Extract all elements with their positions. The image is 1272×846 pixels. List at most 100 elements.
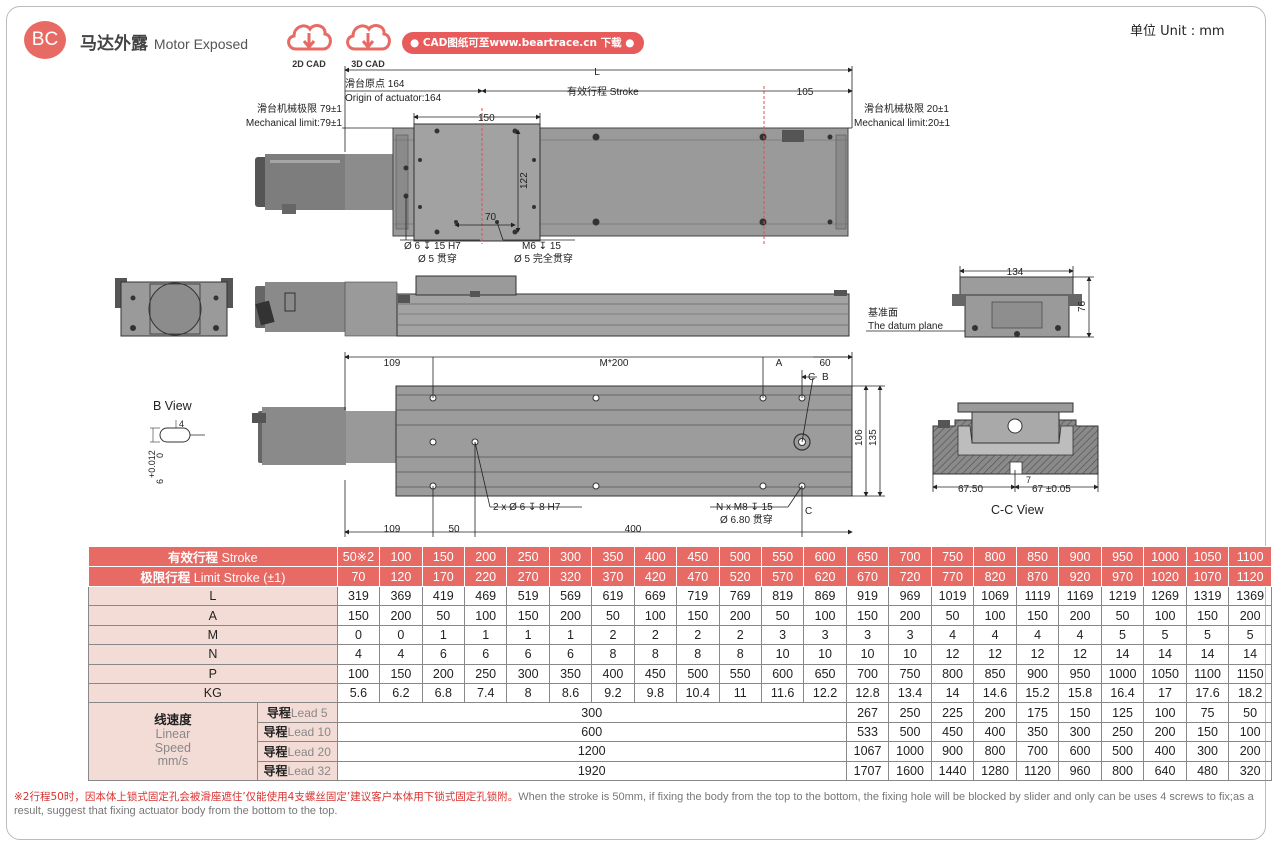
table-cell: 10 xyxy=(803,644,847,665)
speed-cell: 200 xyxy=(973,702,1017,723)
limit-cell: 70 xyxy=(336,566,381,587)
stroke-cell: 1100 xyxy=(1228,546,1272,567)
stroke-cell: 750 xyxy=(930,546,975,567)
table-cell: 3 xyxy=(760,624,805,646)
table-cell: 2 xyxy=(676,624,720,646)
speed-cell: 350 xyxy=(1015,721,1060,743)
table-cell: 619 xyxy=(591,585,635,607)
end-view-left xyxy=(115,278,233,337)
table-cell: 150 xyxy=(845,605,890,626)
table-cell: 4 xyxy=(930,624,975,646)
table-cell: 14.6 xyxy=(973,682,1017,704)
limit-cell: 1020 xyxy=(1143,566,1187,587)
table-cell: 14 xyxy=(1185,644,1230,665)
cad-3d-download[interactable]: 3D CAD xyxy=(341,19,395,69)
speed-cell: 800 xyxy=(1100,760,1145,781)
table-cell: 250 xyxy=(464,663,508,684)
dim-L: L xyxy=(594,67,600,78)
bottom-view xyxy=(252,385,853,497)
limit-cell: 970 xyxy=(1100,566,1145,587)
table-cell: 6 xyxy=(506,644,550,665)
table-cell: 0 xyxy=(379,624,423,646)
dim-67-50: 67.50 xyxy=(958,484,983,495)
speed-cell: 1440 xyxy=(930,760,975,781)
cad-download-link[interactable]: ● CAD图纸可至www.beartrace.cn 下载 ● xyxy=(402,32,645,54)
table-cell: 200 xyxy=(548,605,593,626)
table-cell: 519 xyxy=(506,585,550,607)
lead-label: 导程Lead 10 xyxy=(256,721,338,743)
table-cell: 10.4 xyxy=(676,682,720,704)
datum-en: The datum plane xyxy=(868,321,943,332)
title-cn: 马达外露 xyxy=(80,34,148,54)
table-cell: 569 xyxy=(548,585,593,607)
series-badge: BC xyxy=(24,21,66,59)
speed-cell: 50 xyxy=(1228,702,1272,723)
dim-7: 7 xyxy=(1026,475,1031,485)
table-cell: 450 xyxy=(633,663,678,684)
speed-cell: 225 xyxy=(930,702,975,723)
top-view xyxy=(255,86,849,244)
cc-view-title: C-C View xyxy=(991,503,1045,517)
row-label-stroke: 有效行程 Stroke xyxy=(88,546,338,567)
page-title: 马达外露 Motor Exposed xyxy=(80,29,248,54)
speed-cell: 250 xyxy=(888,702,932,723)
dim-150: 150 xyxy=(478,113,495,124)
row-label: P xyxy=(88,663,338,684)
table-cell: 669 xyxy=(633,585,678,607)
stroke-cell: 300 xyxy=(548,546,593,567)
table-cell: 150 xyxy=(676,605,720,626)
limit-cell: 220 xyxy=(464,566,508,587)
table-cell: 1219 xyxy=(1100,585,1145,607)
speed-cell: 500 xyxy=(888,721,932,743)
limit-cell: 570 xyxy=(760,566,805,587)
cad-2d-download[interactable]: 2D CAD xyxy=(282,19,336,69)
table-cell: 4 xyxy=(973,624,1017,646)
speed-cell: 1707 xyxy=(845,760,890,781)
dim-122: 122 xyxy=(519,172,530,189)
limit-cell: 1070 xyxy=(1185,566,1230,587)
limit-cell: 420 xyxy=(633,566,678,587)
table-cell: 419 xyxy=(421,585,466,607)
table-cell: 11.6 xyxy=(760,682,805,704)
limit-cell: 720 xyxy=(888,566,932,587)
lead-label: 导程Lead 5 xyxy=(256,702,338,723)
stroke-cell: 900 xyxy=(1058,546,1102,567)
table-cell: 12 xyxy=(1015,644,1060,665)
speed-cell: 640 xyxy=(1143,760,1187,781)
footnote-en: When the stroke is 50mm, if fixing the b… xyxy=(14,791,1254,817)
table-cell: 8.6 xyxy=(548,682,593,704)
motor-flange xyxy=(345,154,395,210)
stroke-cell: 1000 xyxy=(1143,546,1187,567)
speed-cell: 700 xyxy=(1015,741,1060,762)
speed-cell: 400 xyxy=(973,721,1017,743)
slider-side xyxy=(415,275,517,296)
table-cell: 200 xyxy=(1058,605,1102,626)
row-label: KG xyxy=(88,682,338,704)
stroke-cell: 600 xyxy=(803,546,847,567)
dim-50: 50 xyxy=(448,524,460,535)
table-cell: 200 xyxy=(718,605,762,626)
speed-base-cell: 1200 xyxy=(336,741,847,762)
speed-cell: 250 xyxy=(1100,721,1145,743)
limit-cell: 770 xyxy=(930,566,975,587)
speed-cell: 1000 xyxy=(888,741,932,762)
title-en: Motor Exposed xyxy=(153,36,249,52)
cc-dimensions xyxy=(932,470,1099,492)
dim-70: 70 xyxy=(485,212,497,223)
table-cell: 1369 xyxy=(1228,585,1272,607)
table-cell: 469 xyxy=(464,585,508,607)
speed-cell: 533 xyxy=(845,721,890,743)
table-cell: 1069 xyxy=(973,585,1017,607)
table-cell: 12.2 xyxy=(803,682,847,704)
table-cell: 750 xyxy=(888,663,932,684)
table-cell: 15.2 xyxy=(1015,682,1060,704)
table-cell: 1019 xyxy=(930,585,975,607)
